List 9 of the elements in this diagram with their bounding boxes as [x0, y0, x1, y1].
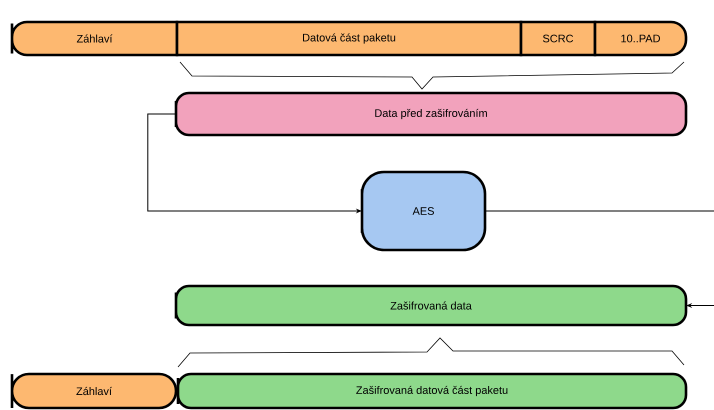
encrypted-data-box: Zašifrovaná datová část paketu	[176, 372, 688, 410]
encrypted-data-box: Zašifrovaná data	[174, 284, 688, 326]
header-segment: Záhlaví	[10, 372, 178, 410]
packet-segment: 10..PAD	[594, 20, 688, 56]
aes-box: AES	[360, 170, 486, 252]
data-box: Data před zašifrováním	[174, 92, 688, 136]
packet-segment: SCRC	[520, 20, 596, 56]
arrow	[484, 210, 714, 308]
header-segment: Záhlaví	[10, 20, 178, 56]
